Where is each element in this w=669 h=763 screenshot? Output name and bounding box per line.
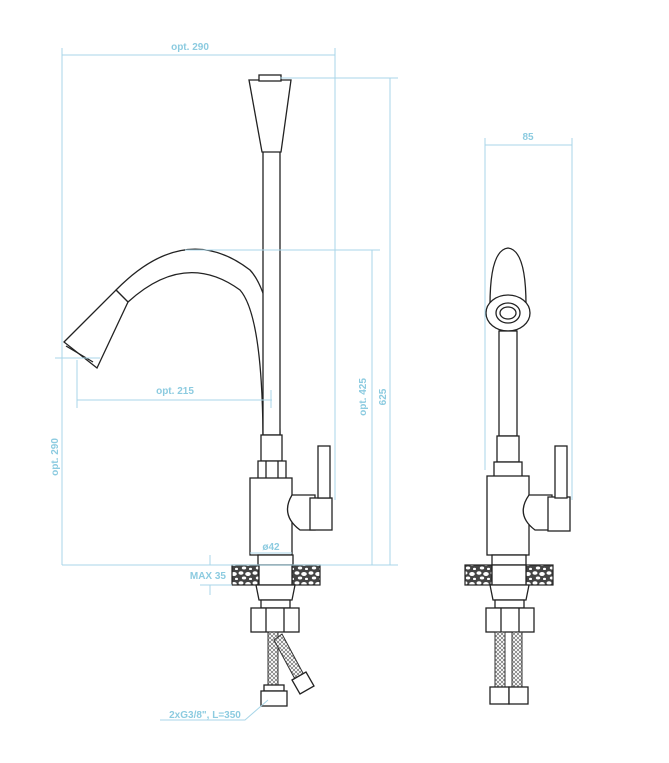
countertop-right (291, 564, 321, 586)
countertop-left (231, 564, 260, 586)
gooseneck-outer (115, 248, 281, 436)
top-cone (248, 79, 292, 153)
mounting-nut (250, 607, 300, 633)
fitting-2 (291, 671, 315, 695)
spray-head (63, 289, 129, 370)
dim-max-counter: MAX 35 (190, 571, 227, 582)
side-view (464, 247, 571, 705)
dim-spout-height: opt. 425 (358, 378, 369, 416)
body (249, 477, 293, 556)
dim-total-height: 625 (378, 388, 389, 405)
side-pipe (498, 330, 518, 437)
dim-spout-reach: opt. 215 (156, 386, 194, 397)
lever-block (309, 497, 333, 531)
dim-outlet-height: opt. 290 (50, 438, 61, 476)
dim-hoses: 2xG3/8", L=350 (169, 710, 241, 721)
nut (257, 460, 287, 480)
gooseneck-inner (127, 271, 264, 436)
fitting-1 (260, 690, 288, 707)
front-view (63, 74, 333, 707)
dim-base-diameter: ø42 (262, 542, 280, 553)
lever-handle (317, 445, 331, 499)
dimension-lines (55, 48, 573, 721)
side-body (486, 475, 530, 556)
dim-top-width: opt. 290 (171, 42, 209, 53)
dim-side-width: 85 (522, 132, 534, 143)
side-spray-head (489, 247, 527, 306)
